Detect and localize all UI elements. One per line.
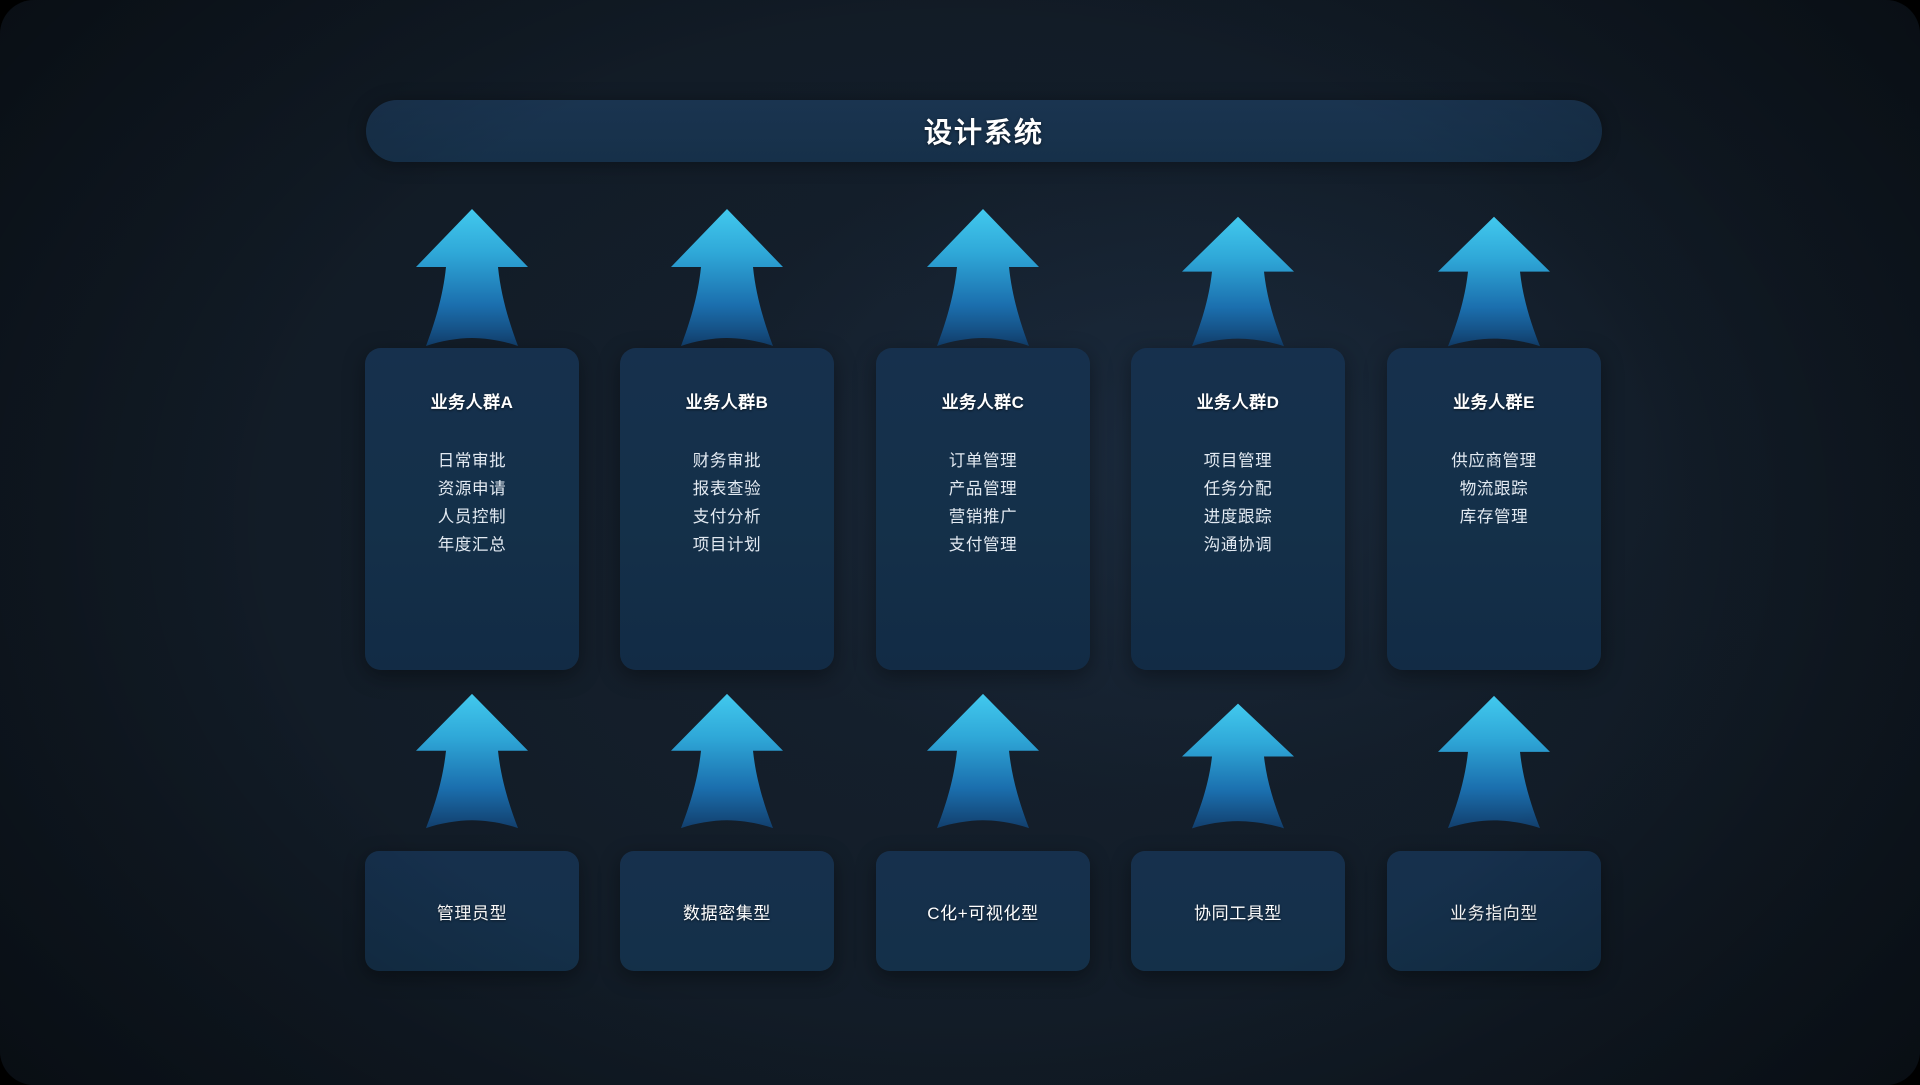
list-item: 年度汇总: [437, 536, 507, 554]
list-item: 支付管理: [948, 536, 1018, 554]
arrow-up-icon: [406, 205, 538, 350]
person-card-items: 项目管理 任务分配 进度跟踪 沟通协调: [1131, 447, 1345, 559]
list-item: 资源申请: [437, 480, 507, 498]
page-title: 设计系统: [923, 117, 1044, 148]
arrow-up-icon: [1172, 213, 1304, 350]
list-item: 营销推广: [948, 508, 1018, 526]
page-title-bar: 设计系统: [366, 100, 1602, 162]
person-card[interactable]: 业务人群E 供应商管理 物流跟踪 库存管理: [1387, 348, 1601, 670]
person-card[interactable]: 业务人群B 财务审批 报表查验 支付分析 项目计划: [620, 348, 834, 670]
list-item: 项目管理: [1203, 452, 1273, 470]
person-card[interactable]: 业务人群A 日常审批 资源申请 人员控制 年度汇总: [365, 348, 579, 670]
arrow-up-icon: [917, 205, 1049, 350]
type-card-label: 管理员型: [436, 903, 508, 923]
type-card[interactable]: 业务指向型: [1387, 851, 1601, 971]
type-card[interactable]: 数据密集型: [620, 851, 834, 971]
person-card-title: 业务人群B: [685, 393, 769, 412]
arrow-up-icon: [1172, 700, 1304, 832]
list-item: 进度跟踪: [1203, 508, 1273, 526]
list-item: 支付分析: [692, 508, 762, 526]
person-card-title: 业务人群D: [1196, 393, 1280, 412]
person-card-title: 业务人群A: [430, 393, 514, 412]
list-item: 供应商管理: [1451, 452, 1537, 470]
list-item: 项目计划: [692, 536, 762, 554]
arrow-up-icon: [917, 690, 1049, 832]
person-card-items: 财务审批 报表查验 支付分析 项目计划: [620, 447, 834, 559]
person-card-title: 业务人群E: [1453, 393, 1535, 412]
type-card-label: 协同工具型: [1194, 903, 1282, 923]
arrow-up-icon: [661, 205, 793, 350]
type-card-label: C化+可视化型: [927, 903, 1039, 923]
arrow-up-icon: [1428, 692, 1560, 832]
list-item: 产品管理: [948, 480, 1018, 498]
list-item: 日常审批: [437, 452, 507, 470]
type-card[interactable]: C化+可视化型: [876, 851, 1090, 971]
arrow-up-icon: [1428, 213, 1560, 350]
arrow-up-icon: [661, 690, 793, 832]
list-item: 任务分配: [1203, 480, 1273, 498]
type-card-label: 数据密集型: [683, 903, 771, 923]
list-item: 人员控制: [437, 508, 507, 526]
list-item: 沟通协调: [1203, 536, 1273, 554]
list-item: 财务审批: [692, 452, 762, 470]
list-item: 订单管理: [948, 452, 1018, 470]
person-card[interactable]: 业务人群D 项目管理 任务分配 进度跟踪 沟通协调: [1131, 348, 1345, 670]
list-item: 物流跟踪: [1459, 480, 1529, 498]
person-card-items: 日常审批 资源申请 人员控制 年度汇总: [365, 447, 579, 559]
list-item: 库存管理: [1459, 508, 1529, 526]
person-card[interactable]: 业务人群C 订单管理 产品管理 营销推广 支付管理: [876, 348, 1090, 670]
arrow-up-icon: [406, 690, 538, 832]
type-card-label: 业务指向型: [1450, 903, 1538, 923]
list-item: 报表查验: [692, 480, 762, 498]
type-card[interactable]: 管理员型: [365, 851, 579, 971]
person-card-title: 业务人群C: [941, 393, 1025, 412]
person-card-items: 供应商管理 物流跟踪 库存管理: [1387, 447, 1601, 531]
type-card[interactable]: 协同工具型: [1131, 851, 1345, 971]
person-card-items: 订单管理 产品管理 营销推广 支付管理: [876, 447, 1090, 559]
